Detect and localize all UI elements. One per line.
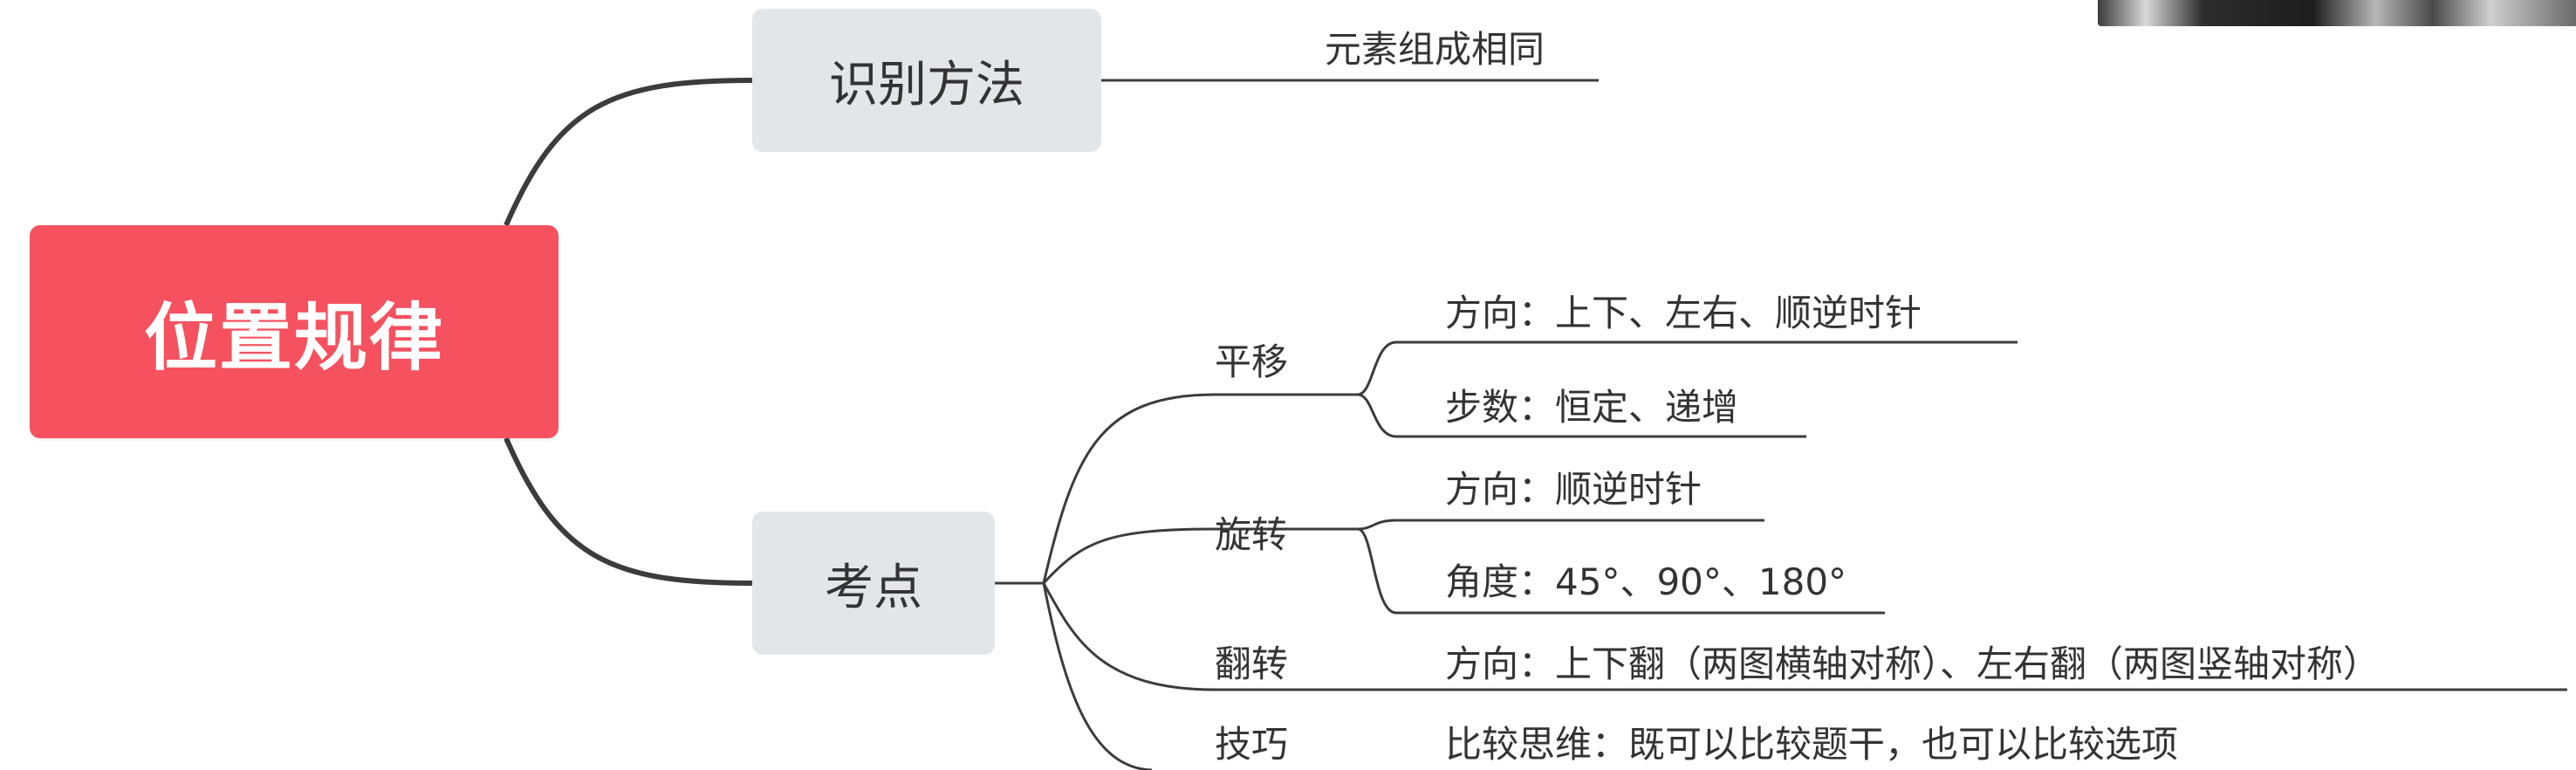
translate-detail-direction[interactable]: 方向：上下、左右、顺逆时针 (1445, 292, 1922, 334)
subtopic-tip[interactable]: 技巧 (1215, 723, 1289, 766)
flip-detail-direction[interactable]: 方向：上下翻（两图横轴对称）、左右翻（两图竖轴对称） (1445, 643, 2381, 685)
rotate-detail-angle[interactable]: 角度：45°、90°、180° (1445, 560, 1847, 603)
rotate-detail-direction[interactable]: 方向：顺逆时针 (1445, 468, 1702, 511)
webcam-overlay (2098, 0, 2576, 26)
translate-detail-steps[interactable]: 步数：恒定、递增 (1445, 386, 1739, 429)
connector-rotate-d2 (1357, 527, 1885, 615)
topic-test-points[interactable]: 考点 (752, 512, 995, 655)
topic-identification-method-label: 识别方法 (829, 56, 1024, 113)
connector-translate-d1 (1357, 340, 2018, 396)
connector-root-method (504, 78, 753, 227)
tip-detail-comparison[interactable]: 比较思维：既可以比较题干，也可以比较选项 (1445, 723, 2179, 766)
connector-translate-d2 (1357, 393, 1806, 438)
topic-identification-method[interactable]: 识别方法 (752, 9, 1101, 152)
connector-points-flip (1042, 582, 1431, 691)
subtopic-flip[interactable]: 翻转 (1215, 643, 1289, 685)
subtopic-translate[interactable]: 平移 (1215, 340, 1289, 383)
connector-rotate-d1 (1357, 519, 1764, 531)
subtopic-rotate[interactable]: 旋转 (1215, 513, 1289, 556)
connector-points-rotate (1042, 527, 1358, 585)
topic-test-points-label: 考点 (825, 559, 922, 616)
method-detail[interactable]: 元素组成相同 (1325, 28, 1545, 71)
connector-points-translate (1042, 393, 1358, 584)
root-topic[interactable]: 位置规律 (30, 225, 558, 438)
connector-points-tip (1042, 582, 1153, 770)
connector-root-points (504, 437, 753, 586)
